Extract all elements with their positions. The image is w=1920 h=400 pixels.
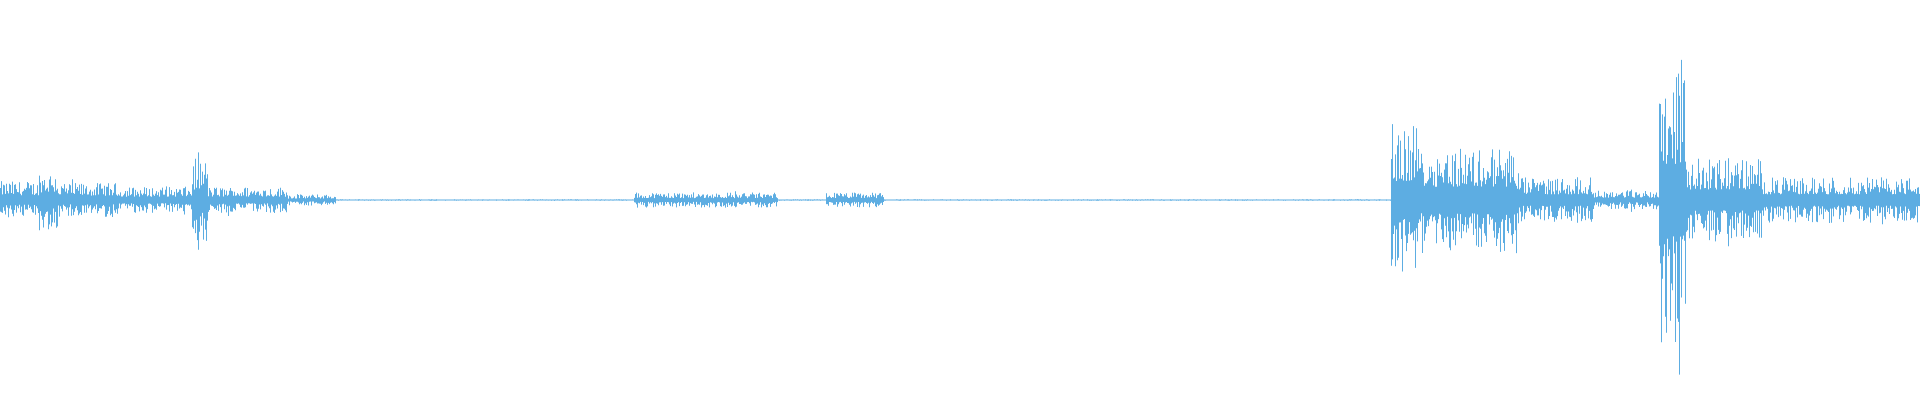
waveform-path [0,59,1920,375]
waveform-samples [0,59,1920,375]
